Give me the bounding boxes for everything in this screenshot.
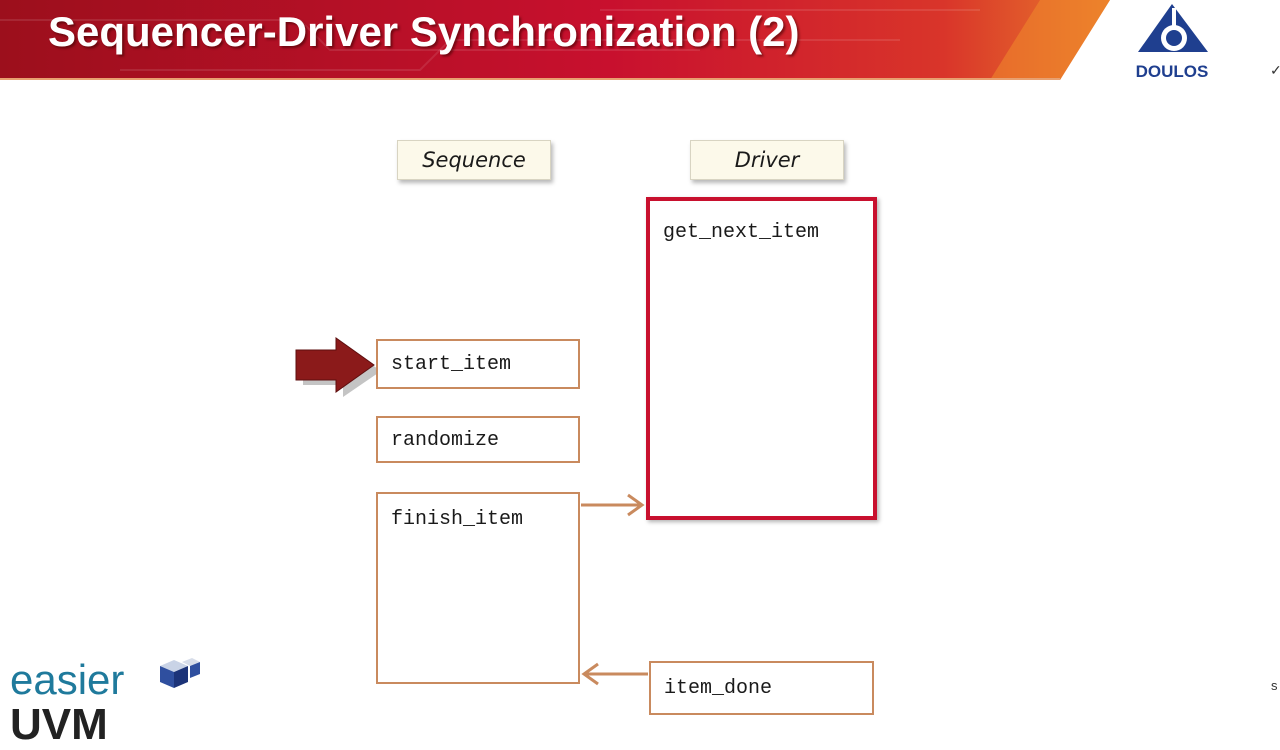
start-item-label: start_item [391, 353, 512, 376]
logo-text: DOULOS [1135, 62, 1209, 81]
get-next-item-box: get_next_item [646, 197, 877, 520]
brand-uvm-text: UVM [10, 700, 108, 749]
randomize-box: randomize [376, 416, 580, 463]
start-item-box: start_item [376, 339, 580, 389]
edge-mark-top: ✓ [1270, 62, 1280, 78]
randomize-label: randomize [391, 429, 500, 452]
item-done-label: item_done [664, 677, 773, 700]
doulos-logo-icon [1138, 4, 1208, 52]
edge-mark-bottom: s [1271, 678, 1278, 693]
driver-column-label: Driver [690, 140, 844, 180]
slide-title: Sequencer-Driver Synchronization (2) [48, 8, 800, 55]
header-banner [0, 0, 1110, 80]
finish-to-driver-arrow [581, 493, 645, 517]
finish-item-box: finish_item [376, 492, 580, 684]
item-done-box: item_done [649, 661, 874, 715]
done-to-finish-arrow [581, 662, 648, 686]
block-arrow-right-icon [295, 337, 381, 397]
get-next-item-label: get_next_item [663, 221, 820, 244]
finish-item-label: finish_item [391, 508, 524, 531]
sequence-column-label: Sequence [397, 140, 551, 180]
cube-icon [160, 658, 200, 688]
diagram-connectors [295, 337, 648, 686]
slide-header: Sequencer-Driver Synchronization (2) DOU… [0, 0, 1280, 81]
brand-easier-text: easier [10, 656, 125, 703]
